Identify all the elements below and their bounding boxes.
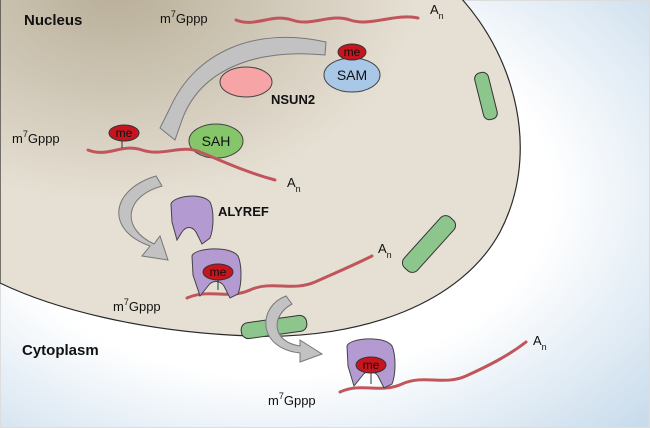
methyl-label-bound-nucleus: me xyxy=(210,265,227,279)
methyl-transfer-arrow xyxy=(159,36,327,141)
methyl-group-cytoplasm xyxy=(355,356,387,374)
nsun2-label: NSUN2 xyxy=(271,92,315,107)
cap-label-cytoplasm: m7Gppp xyxy=(268,391,316,408)
polya-label-top: An xyxy=(430,2,444,21)
mrna-alyref-bound-nucleus xyxy=(185,254,374,300)
sam-label: SAM xyxy=(337,67,367,83)
cap-label-top: m7Gppp xyxy=(160,9,208,26)
methyl-label-cytoplasm: me xyxy=(363,358,380,372)
mrna-top xyxy=(234,15,420,24)
mrna-exported-cytoplasm xyxy=(338,340,528,394)
methyl-group-mrna xyxy=(108,124,140,142)
alyref-label: ALYREF xyxy=(218,204,269,219)
polya-label-cytoplasm: An xyxy=(533,333,547,352)
mrna-methylated xyxy=(86,146,277,182)
alyref-free xyxy=(170,195,214,245)
sah-label: SAH xyxy=(202,133,231,149)
alyref-binding-arrow xyxy=(118,175,169,261)
export-arrow xyxy=(265,295,324,363)
methyl-group-sam xyxy=(337,43,367,61)
methyl-label-sam: me xyxy=(344,45,361,59)
cap-label-bound-nucleus: m7Gppp xyxy=(113,297,161,314)
nucleus-label: Nucleus xyxy=(24,12,82,29)
nucleus-membrane xyxy=(0,0,521,337)
cytoplasm-label: Cytoplasm xyxy=(22,342,99,359)
methyl-label-mrna: me xyxy=(116,126,133,140)
nuclear-pore-upper xyxy=(474,71,498,121)
polya-label-methylated: An xyxy=(287,175,301,194)
nsun2-enzyme xyxy=(219,66,273,98)
nuclear-pore-middle xyxy=(401,215,457,273)
cap-label-methylated: m7Gppp xyxy=(12,129,60,146)
polya-label-bound-nucleus: An xyxy=(378,241,392,260)
methyl-group-bound-nucleus xyxy=(202,263,234,281)
